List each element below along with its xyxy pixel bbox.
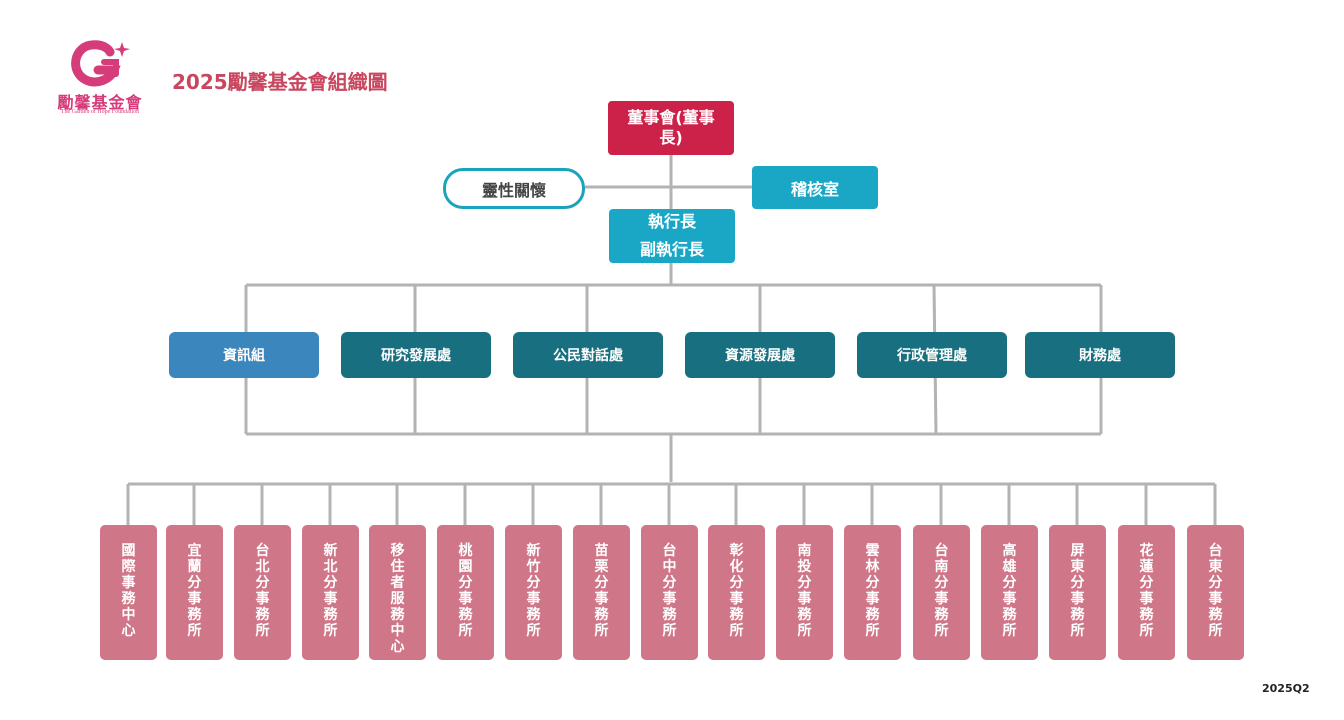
dept-label: 公民對話處 — [553, 348, 623, 364]
office-node: 桃園分事務所 — [437, 525, 494, 660]
dept-label: 財務處 — [1079, 348, 1121, 364]
office-label: 新竹分事務所 — [526, 543, 541, 639]
office-node: 台東分事務所 — [1187, 525, 1244, 660]
dept-node-administration: 行政管理處 — [857, 332, 1007, 378]
office-label: 雲林分事務所 — [865, 543, 880, 639]
office-label: 屏東分事務所 — [1070, 543, 1085, 639]
office-label: 移住者服務中心 — [390, 543, 405, 655]
office-node: 台北分事務所 — [234, 525, 291, 660]
office-label: 新北分事務所 — [323, 543, 338, 639]
heart-g-star-icon — [71, 40, 130, 87]
deputy-ceo-label: 副執行長 — [639, 240, 704, 259]
page-title: 2025勵馨基金會組織圖 — [172, 70, 388, 94]
office-node: 新竹分事務所 — [505, 525, 562, 660]
dept-label: 行政管理處 — [897, 348, 967, 364]
office-node: 台中分事務所 — [641, 525, 698, 660]
dept-node-resource-development: 資源發展處 — [685, 332, 835, 378]
spiritual-care-label: 靈性關懷 — [481, 180, 546, 200]
office-label: 台北分事務所 — [255, 543, 270, 639]
ceo-label: 執行長 — [647, 212, 696, 231]
office-label: 花蓮分事務所 — [1139, 543, 1154, 639]
office-label: 宜蘭分事務所 — [187, 543, 202, 639]
office-node: 屏東分事務所 — [1049, 525, 1106, 660]
dept-label: 資訊組 — [223, 348, 265, 364]
office-label: 桃園分事務所 — [458, 543, 473, 639]
dept-node-information: 資訊組 — [169, 332, 319, 378]
office-label: 彰化分事務所 — [729, 543, 744, 639]
audit-office-node: 稽核室 — [752, 166, 878, 209]
office-label: 台中分事務所 — [662, 543, 677, 639]
board-of-directors-node: 董事會(董事長) — [608, 101, 734, 155]
office-node: 新北分事務所 — [302, 525, 359, 660]
board-label: 董事會(董事長) — [627, 108, 715, 147]
dept-node-finance: 財務處 — [1025, 332, 1175, 378]
office-node: 台南分事務所 — [913, 525, 970, 660]
audit-label: 稽核室 — [790, 179, 839, 199]
office-label: 高雄分事務所 — [1002, 543, 1017, 639]
office-label: 台東分事務所 — [1208, 543, 1223, 639]
ceo-node: 執行長 副執行長 — [609, 209, 735, 263]
office-node: 國際事務中心 — [100, 525, 157, 660]
office-node: 彰化分事務所 — [708, 525, 765, 660]
dept-node-civic-dialogue: 公民對話處 — [513, 332, 663, 378]
office-label: 苗栗分事務所 — [594, 543, 609, 639]
logo-name: 勵馨基金會 — [57, 93, 143, 112]
office-label: 南投分事務所 — [797, 543, 812, 639]
office-node: 高雄分事務所 — [981, 525, 1038, 660]
office-label: 國際事務中心 — [121, 543, 136, 639]
dept-label: 資源發展處 — [725, 348, 795, 364]
office-node: 宜蘭分事務所 — [166, 525, 223, 660]
logo-subtitle: The Garden of Hope Foundation — [60, 109, 140, 115]
office-node: 苗栗分事務所 — [573, 525, 630, 660]
dept-node-research-development: 研究發展處 — [341, 332, 491, 378]
spiritual-care-node: 靈性關懷 — [443, 168, 585, 209]
office-node: 移住者服務中心 — [369, 525, 426, 660]
dept-label: 研究發展處 — [381, 348, 451, 364]
office-node: 雲林分事務所 — [844, 525, 901, 660]
office-node: 南投分事務所 — [776, 525, 833, 660]
logo: 勵馨基金會 The Garden of Hope Foundation — [44, 40, 154, 120]
version-label: 2025Q2 — [1262, 682, 1310, 695]
office-node: 花蓮分事務所 — [1118, 525, 1175, 660]
office-label: 台南分事務所 — [934, 543, 949, 639]
